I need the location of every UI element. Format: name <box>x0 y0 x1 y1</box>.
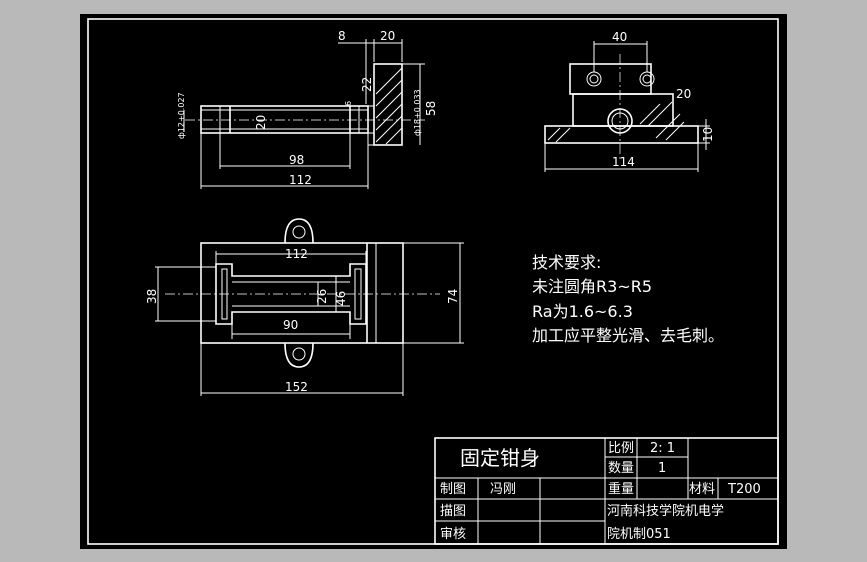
material-label: 材料 <box>689 482 715 497</box>
drawn-name: 冯刚 <box>490 482 516 497</box>
side-view: 40 20 10 114 <box>544 30 715 172</box>
traced-label: 描图 <box>440 504 466 519</box>
dim-10: 10 <box>701 127 715 142</box>
title-block: 固定钳身 比例 2: 1 数量 1 重量 材料 T200 制图 冯刚 描图 审核… <box>434 437 779 545</box>
front-hatch <box>375 67 403 145</box>
scale-label: 比例 <box>608 441 634 456</box>
checked-label: 审核 <box>440 527 466 542</box>
side-hole-left <box>586 71 602 87</box>
school-line-1: 河南科技学院机电学 <box>607 503 724 519</box>
school-line-2: 院机制051 <box>607 527 671 542</box>
top-body <box>200 242 404 344</box>
dim-40: 40 <box>612 30 627 44</box>
dim-46: 46 <box>334 291 348 306</box>
qty-label: 数量 <box>608 461 634 476</box>
tech-note-line: Ra为1.6~6.3 <box>532 302 633 321</box>
top-view: 112 38 26 46 74 90 152 <box>145 218 464 396</box>
dim-8: 8 <box>338 29 346 43</box>
top-ear-lower <box>284 342 314 368</box>
side-hole-right <box>639 71 655 87</box>
dim-38: 38 <box>145 289 159 304</box>
technical-notes: 技术要求: 未注圆角R3~R5 Ra为1.6~6.3 加工应平整光滑、去毛刺。 <box>532 253 724 345</box>
side-top-block <box>569 63 652 95</box>
dim-20-side: 20 <box>676 87 691 101</box>
dim-22: 22 <box>360 77 374 92</box>
tech-note-line: 加工应平整光滑、去毛刺。 <box>532 326 724 345</box>
weight-label: 重量 <box>608 481 634 497</box>
dim-74: 74 <box>446 289 460 304</box>
dim-98: 98 <box>289 153 304 167</box>
dim-20: 20 <box>380 29 395 43</box>
dim-26: 26 <box>315 289 329 304</box>
top-ear-upper <box>284 218 314 244</box>
front-view: 8 20 22 6 58 ф18+0.033 ф12+0.027 20 98 1… <box>177 29 438 189</box>
dim-20-section: 20 <box>254 115 268 130</box>
side-base <box>544 125 699 144</box>
scale-value: 2: 1 <box>650 441 675 456</box>
dim-152: 152 <box>285 380 308 394</box>
tech-notes-title: 技术要求: <box>532 253 601 272</box>
dim-112-front: 112 <box>289 173 312 187</box>
dim-114: 114 <box>612 155 635 169</box>
dim-58: 58 <box>424 101 438 116</box>
side-hatch <box>547 101 685 143</box>
front-body <box>200 105 369 134</box>
engineering-drawing: 8 20 22 6 58 ф18+0.033 ф12+0.027 20 98 1… <box>87 18 779 545</box>
drawing-frame <box>87 18 779 545</box>
part-name: 固定钳身 <box>460 446 540 470</box>
dim-phi12: ф12+0.027 <box>177 92 186 139</box>
drawing-canvas: 8 20 22 6 58 ф18+0.033 ф12+0.027 20 98 1… <box>80 14 787 549</box>
dim-90: 90 <box>283 318 298 332</box>
qty-value: 1 <box>658 461 666 476</box>
tech-note-line: 未注圆角R3~R5 <box>532 277 652 296</box>
dim-6: 6 <box>344 101 353 106</box>
dim-phi18: ф18+0.033 <box>413 89 422 136</box>
drawn-label: 制图 <box>440 482 466 497</box>
dim-112-top: 112 <box>285 247 308 261</box>
material-value: T200 <box>727 482 761 497</box>
